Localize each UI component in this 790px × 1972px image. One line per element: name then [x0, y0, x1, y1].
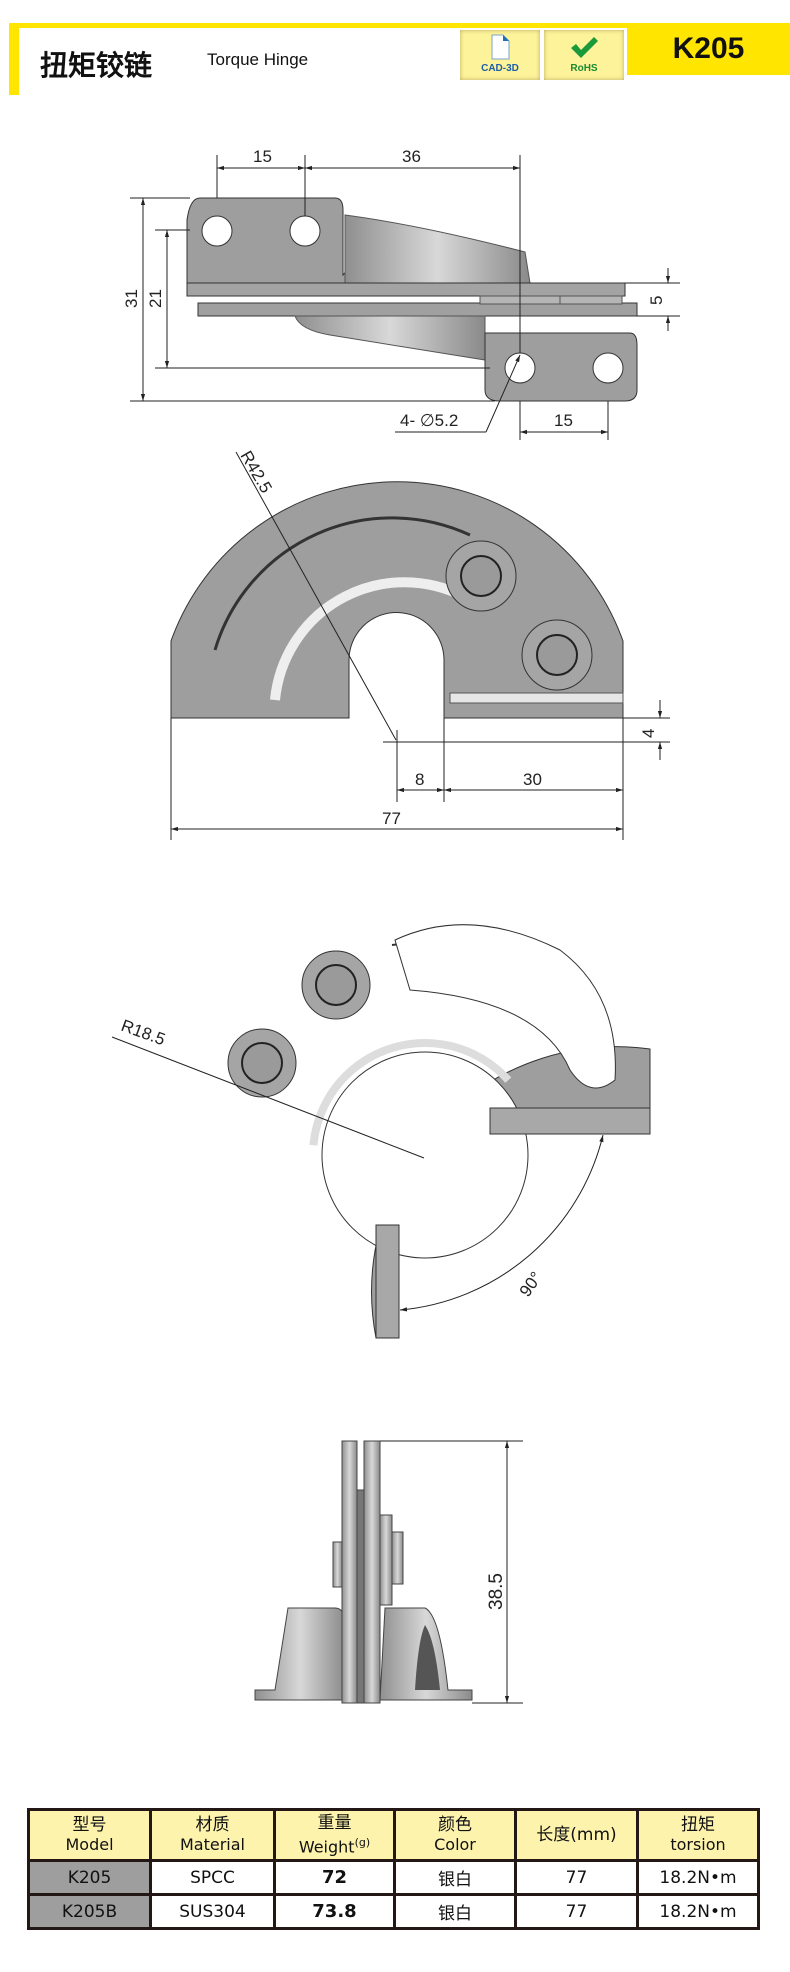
radius-label: R42.5: [237, 448, 276, 497]
cell-color: 银白: [393, 1893, 517, 1930]
checkmark-icon: [571, 37, 598, 58]
top-view-drawing: 15 36 31 21 5 4- ∅5.2 15: [122, 147, 680, 440]
table-row: K205 SPCC 72 银白 77 18.2N•m: [27, 1859, 760, 1896]
dim-30: 30: [523, 770, 542, 789]
dim-15-top: 15: [253, 147, 272, 166]
cad-3d-label: CAD-3D: [481, 63, 519, 74]
cell-length: 77: [514, 1859, 639, 1896]
document-icon: [491, 34, 510, 60]
cell-material: SUS304: [149, 1893, 276, 1930]
dim-4: 4: [639, 729, 658, 738]
dim-8: 8: [415, 770, 424, 789]
dim-77: 77: [382, 809, 401, 828]
table-row: K205B SUS304 73.8 银白 77 18.2N•m: [27, 1893, 760, 1930]
rohs-badge[interactable]: RoHS: [544, 30, 624, 80]
cell-torque: 18.2N•m: [636, 1859, 760, 1896]
col-length: 长度(mm): [514, 1808, 639, 1862]
front-view-drawing: R42.5 4 8 30 77: [170, 448, 670, 840]
cell-color: 银白: [393, 1859, 517, 1896]
cell-model: K205: [27, 1859, 152, 1896]
radius-label-open: R18.5: [119, 1016, 168, 1049]
cell-weight: 72: [273, 1859, 396, 1896]
cad-3d-badge[interactable]: CAD-3D: [460, 30, 540, 80]
dim-31: 31: [122, 289, 141, 308]
dim-21: 21: [146, 289, 165, 308]
hole-note: 4- ∅5.2: [400, 411, 458, 430]
rohs-label: RoHS: [570, 63, 598, 74]
dim-15-bottom: 15: [554, 411, 573, 430]
page-subtitle: Torque Hinge: [207, 50, 309, 69]
technical-drawings: 15 36 31 21 5 4- ∅5.2 15 R42.5 4 8 30 77: [111, 147, 680, 1704]
header-accent-bar: [9, 23, 790, 28]
cell-torque: 18.2N•m: [636, 1893, 760, 1930]
model-code: K205: [627, 23, 790, 75]
height-label: 38.5: [486, 1573, 507, 1610]
cell-length: 77: [514, 1893, 639, 1930]
cell-weight: 73.8: [273, 1893, 396, 1930]
header-accent-stripe: [9, 23, 19, 95]
cell-material: SPCC: [149, 1859, 276, 1896]
cell-model: K205B: [27, 1893, 152, 1930]
dim-5: 5: [647, 296, 666, 305]
side-view-drawing: 38.5: [254, 1440, 523, 1704]
dim-36: 36: [402, 147, 421, 166]
open-view-drawing: R18.5 90°: [111, 924, 651, 1339]
page-title: 扭矩铰链: [40, 49, 153, 82]
